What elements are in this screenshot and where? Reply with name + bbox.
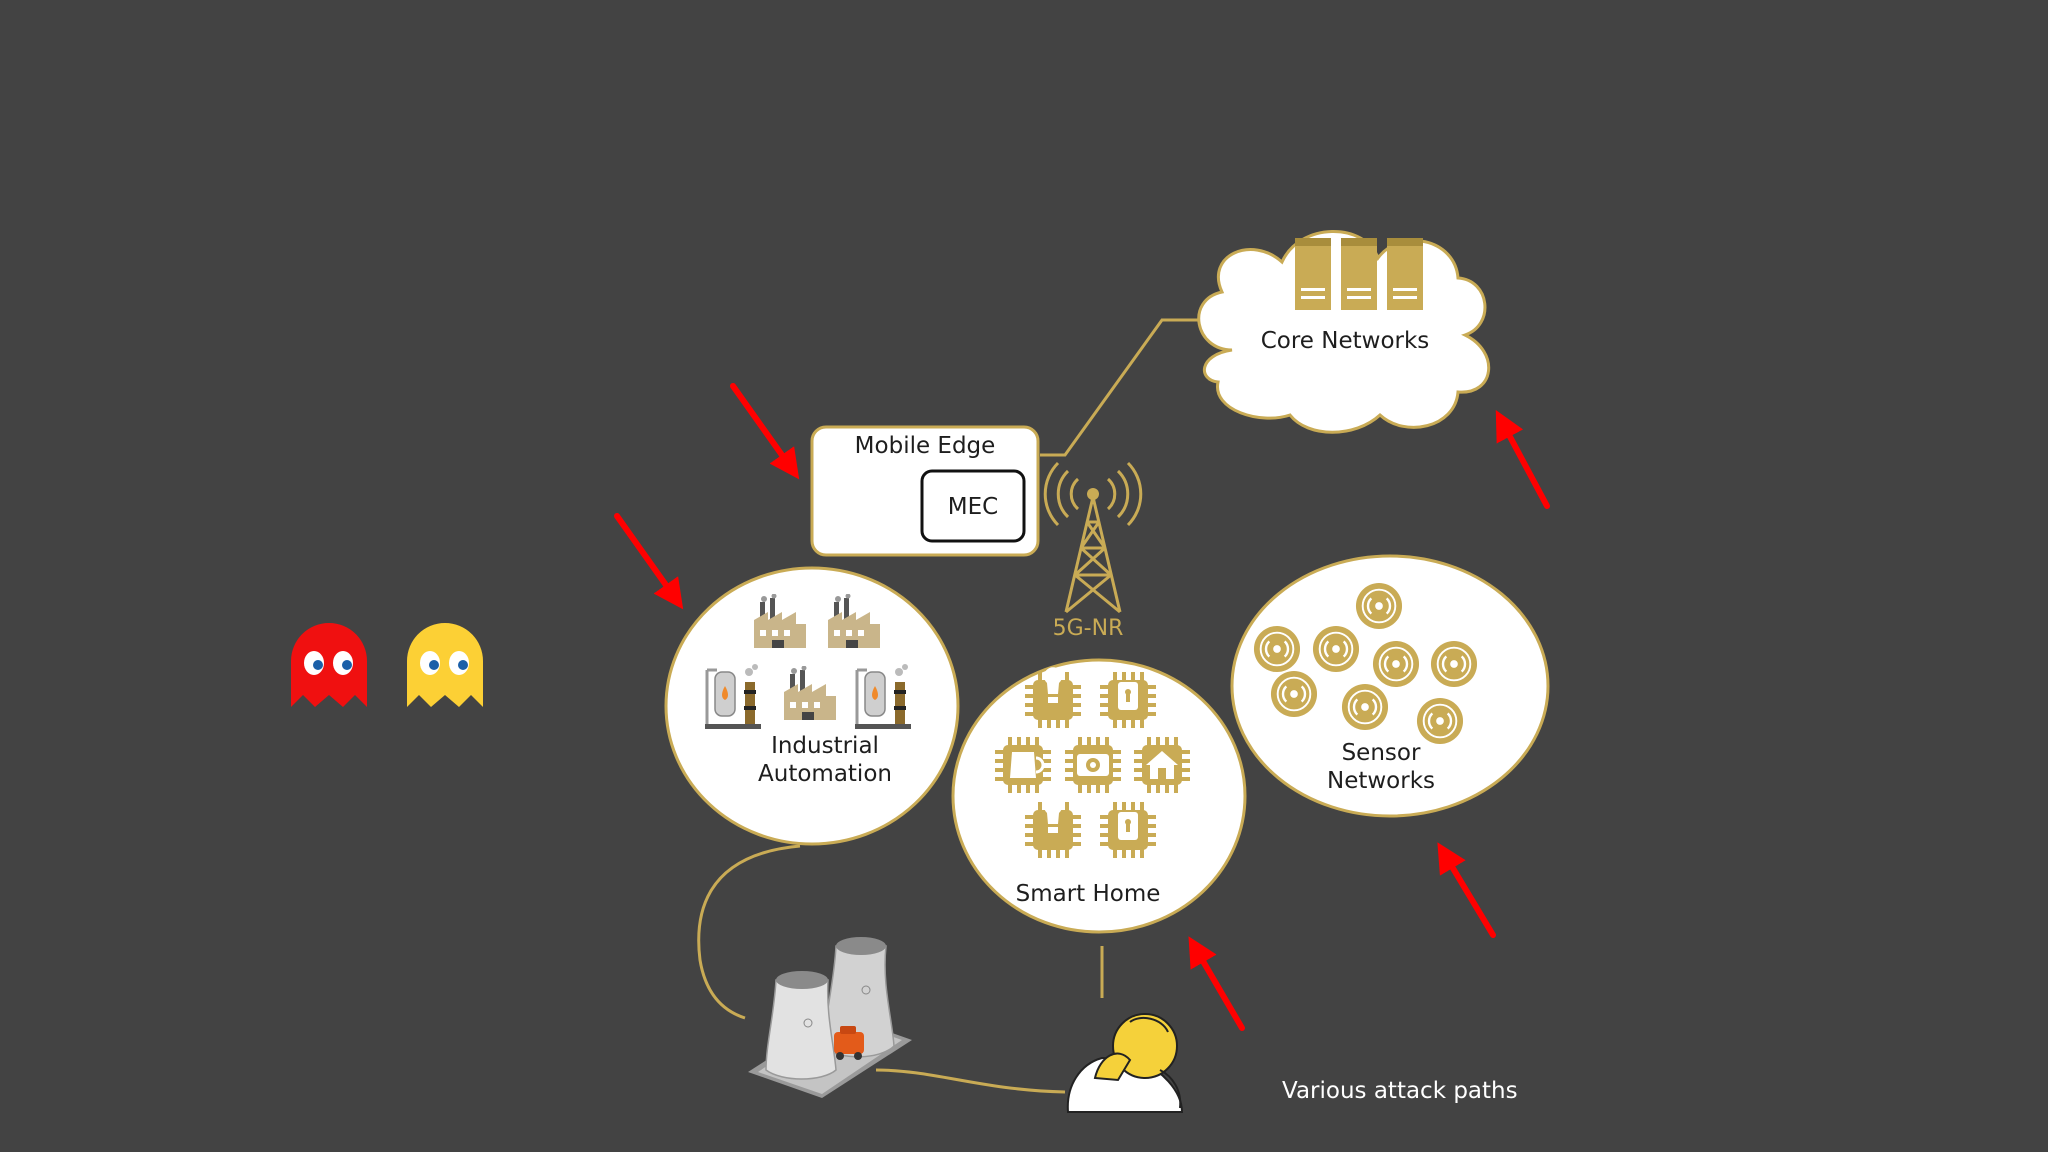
industrial-label-line1: Industrial [771,733,879,759]
industrial-automation-node: Industrial Automation [664,566,960,846]
sensor-label-line1: Sensor [1342,740,1421,766]
attack-arrow-icon [1495,410,1550,509]
sensor-signal-icon [1430,640,1478,688]
chip-lock-icon [1100,672,1156,728]
person-icon [1066,1013,1184,1113]
sensor-networks-node: Sensor Networks [1230,554,1550,818]
sensor-signal-icon [1372,640,1420,688]
attack-paths-caption: Various attack paths [1282,1078,1518,1104]
chip-bulb-icon [1025,797,1081,858]
attack-arrow-icon [1437,842,1496,938]
sensor-signal-icon [1312,625,1360,673]
mec-label: MEC [948,494,998,520]
core-networks-label: Core Networks [1261,328,1430,354]
chip-camera-icon [1065,737,1121,793]
attack-arrow-icon [614,513,684,610]
server-rack-icon [1295,238,1331,310]
tower-label: 5G-NR [1053,616,1124,641]
cooling-tower-icon [748,937,912,1098]
sensor-signal-icon [1253,625,1301,673]
sensor-signal-icon [1270,670,1318,718]
mec-box [920,469,1026,543]
server-rack-icon [1341,238,1377,310]
industrial-to-plant-line [697,844,801,1020]
sensor-label-line2: Networks [1327,768,1435,794]
attack-arrow-icon [1188,936,1245,1031]
industrial-label-line2: Automation [758,761,892,787]
smart-home-label: Smart Home [1016,881,1161,907]
sensor-signal-icon [1416,697,1464,745]
plant-to-person-line [875,1068,1066,1094]
sensor-signal-icon [1341,683,1389,731]
chip-kettle-icon [995,737,1051,793]
mobile-edge-label: Mobile Edge [855,433,996,459]
sensor-signal-icon [1355,582,1403,630]
edge-to-core-line [1040,318,1210,457]
mobile-edge-box: Mobile Edge MEC [810,425,1040,557]
connector-lines [697,318,1210,1094]
yellow-ghost-icon [407,623,483,707]
attack-arrows [614,383,1550,1031]
server-rack-icon [1387,238,1423,310]
smart-home-node: Smart Home [951,658,1247,934]
chip-bulb-icon [1025,667,1081,728]
attack-arrow-icon [730,383,800,480]
chip-house-icon [1134,737,1190,793]
cell-tower-icon [1043,461,1143,614]
chip-lock-icon [1100,802,1156,858]
red-ghost-icon [291,623,367,707]
core-networks-cloud: Core Networks [1197,230,1491,434]
